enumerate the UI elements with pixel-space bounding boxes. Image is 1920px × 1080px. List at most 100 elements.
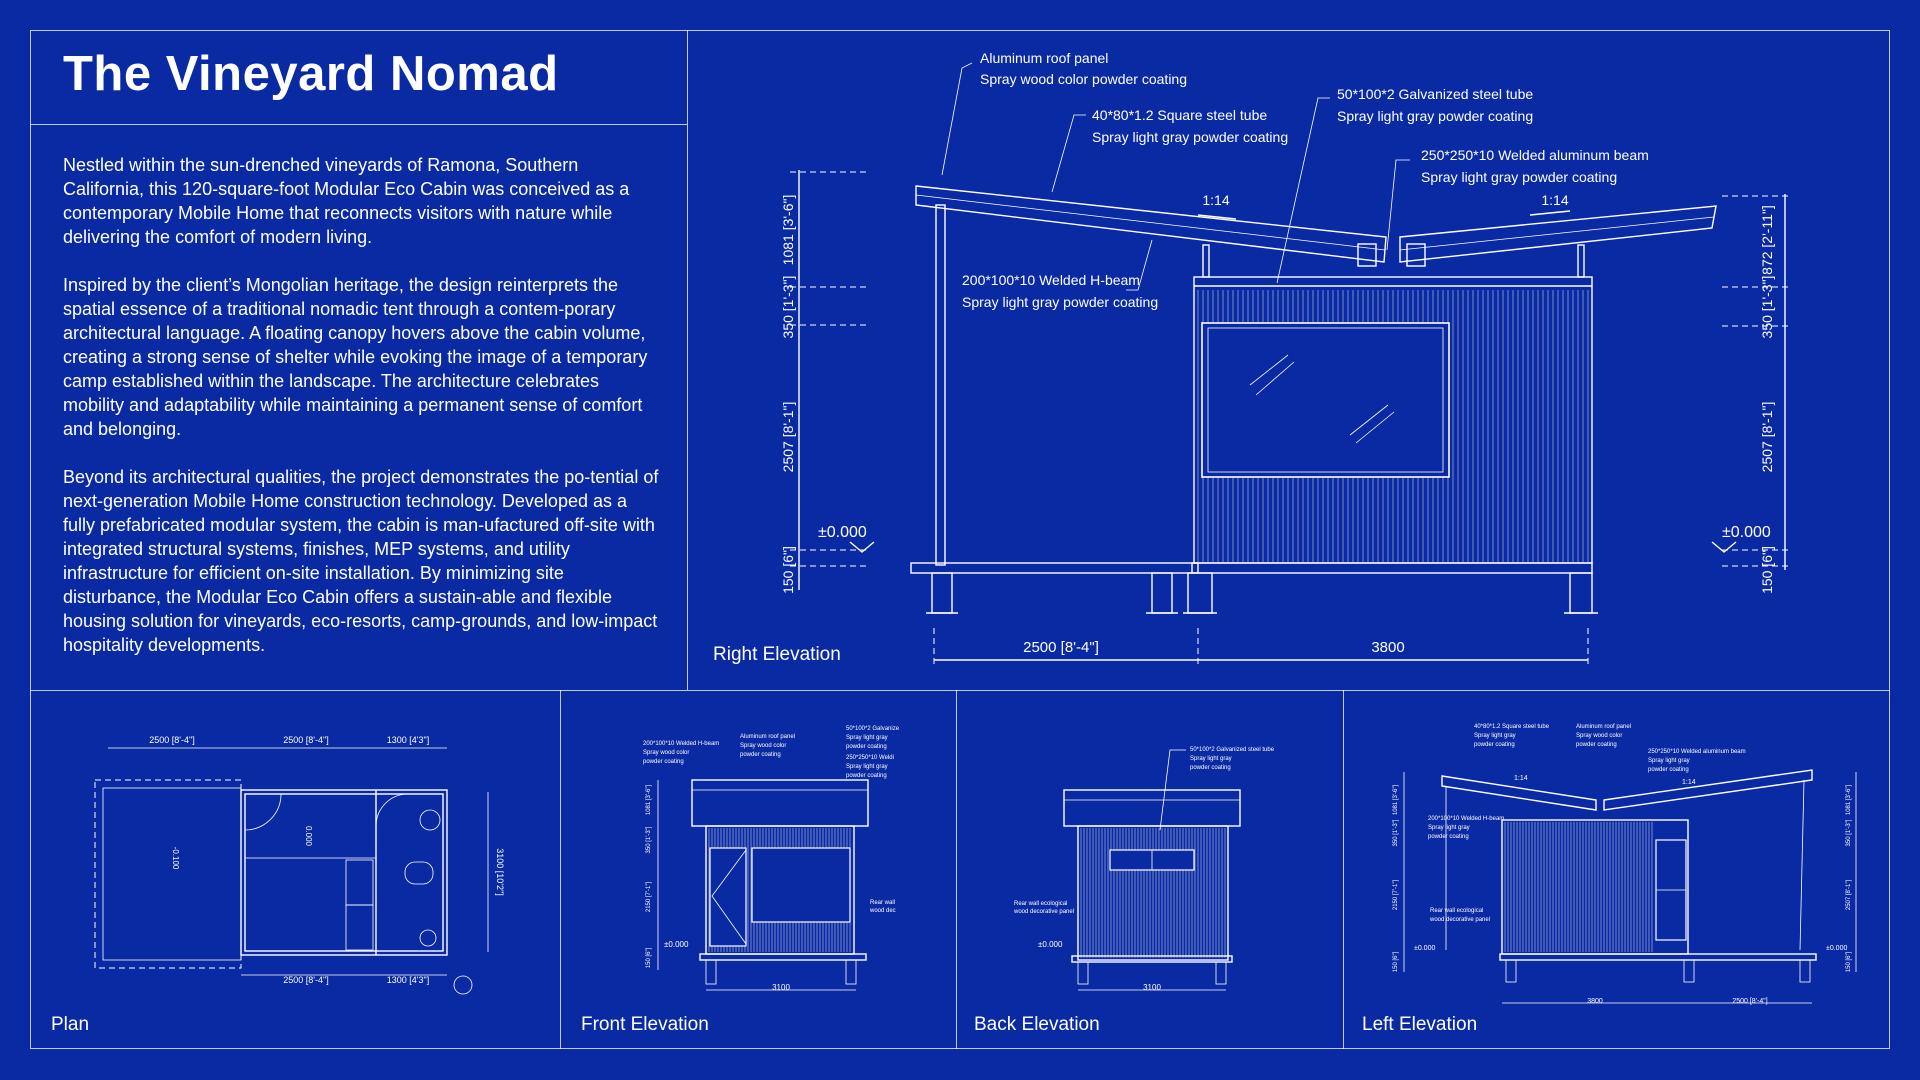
dim-left-2: 350 [1'-3"]: [780, 276, 796, 339]
caption-back-elevation: Back Elevation: [974, 1014, 1100, 1035]
front-dim-4: 150 [6"]: [646, 947, 652, 968]
leg-4: [1569, 572, 1593, 614]
back-leg-2: [1215, 961, 1227, 985]
plan-dim-top-3: 1300 [4'3"]: [387, 735, 429, 745]
leader-beam: [1386, 159, 1410, 251]
page-title: The Vineyard Nomad: [63, 47, 559, 101]
plan-toilet: [404, 861, 434, 885]
back-note-5: wood decorative panel: [1013, 909, 1074, 915]
dim-bottom-2: 3800: [1371, 639, 1404, 656]
left-dim-r1: 1081 [3'-6"]: [1846, 785, 1852, 816]
left-leg-1: [1505, 959, 1517, 983]
left-dim-r3: 2507 [8'-1"]: [1846, 880, 1852, 911]
left-dim-1: 3800: [1587, 998, 1603, 1005]
caption-right-elevation: Right Elevation: [713, 644, 841, 665]
cabin-post-1: [1202, 244, 1210, 278]
left-dim-l2: 350 [1'-3"]: [1393, 819, 1399, 846]
note-tube-1: 40*80*1.2 Square steel tube: [1092, 107, 1267, 123]
front-window: [751, 847, 851, 923]
beam-connector-left: [1357, 243, 1377, 267]
divider-plan: [560, 690, 561, 1049]
leg-3: [1187, 572, 1213, 614]
front-elevation-drawing: 3100 ±0.000 1081 [3'-6"] 350 [1'-3"] 215…: [643, 726, 900, 992]
canopy-right-edge: [1399, 216, 1715, 251]
left-slope-1: 1:14: [1514, 775, 1528, 782]
cabin-floor: [1191, 562, 1593, 574]
canopy-left: [915, 185, 1387, 263]
slope-left: 1:14: [1202, 192, 1229, 208]
front-door: [709, 847, 747, 947]
front-note-1: 200*100*10 Welded H-beam: [643, 741, 719, 747]
left-note-11: Spray light gray: [1428, 825, 1470, 831]
note-gal-1: 50*100*2 Galvanized steel tube: [1337, 86, 1533, 102]
plan-level-2: 0.000: [304, 826, 313, 847]
front-dim-2: 350 [1'-3"]: [646, 826, 652, 853]
back-elevation-drawing: 3100 ±0.000 50*100*2 Galvanized steel tu…: [1013, 747, 1275, 992]
front-dim-1: 1081 [3'-6"]: [646, 785, 652, 816]
note-tube-2: Spray light gray powder coating: [1092, 129, 1288, 145]
leader-tube: [1051, 114, 1086, 193]
front-level: ±0.000: [664, 940, 689, 949]
left-elevation-drawing: 3800 2500 [8'-4"] ±0.000 ±0.000 1:14 1:1…: [1393, 724, 1857, 1005]
left-level-2: ±0.000: [1826, 945, 1847, 952]
plan-dim-bottom-1: 2500 [8'-4"]: [283, 975, 328, 985]
deck: [910, 562, 1199, 574]
divider-title: [30, 124, 687, 125]
note-hbeam-2: Spray light gray powder coating: [962, 294, 1158, 310]
left-note-10: 200*100*10 Welded H-beam: [1428, 816, 1504, 822]
note-beam-2: Spray light gray powder coating: [1421, 169, 1617, 185]
paragraph-2: Inspired by the client’s Mongolian herit…: [63, 275, 648, 439]
front-note-4: Aluminum roof panel: [740, 734, 795, 740]
front-note-11: Spray light gray: [846, 764, 888, 770]
front-note-8: Spray light gray: [846, 735, 888, 741]
back-level: ±0.000: [1038, 940, 1063, 949]
slope-arrow-right: [1529, 210, 1571, 216]
front-dim-3: 2150 [7'-1"]: [646, 882, 652, 913]
front-note-9: powder coating: [846, 744, 887, 750]
left-level-1: ±0.000: [1414, 945, 1435, 952]
plan-shower-drain: [419, 929, 437, 947]
slope-arrow-left: [1197, 214, 1237, 220]
plan-dim-bottom-2: 1300 [4'3"]: [387, 975, 429, 985]
paragraph-1: Nestled within the sun-drenched vineyard…: [63, 155, 630, 247]
dim-left-4: 150 [6"]: [780, 546, 796, 594]
back-note-2: Spray light gray: [1190, 756, 1232, 762]
level-marker-left: [849, 541, 875, 553]
left-dim-l1: 1081 [3'-6"]: [1393, 785, 1399, 816]
slope-right: 1:14: [1541, 192, 1568, 208]
divider-back: [1343, 690, 1344, 1049]
glass-hatch-2: [1255, 361, 1295, 396]
front-canopy: [691, 779, 869, 827]
left-slope-2: 1:14: [1682, 779, 1696, 786]
cabin-window: [1201, 322, 1450, 478]
note-gal-2: Spray light gray powder coating: [1337, 108, 1533, 124]
canopy-left-edge: [915, 194, 1386, 251]
level-left: ±0.000: [818, 524, 867, 541]
front-note-6: powder coating: [740, 752, 781, 758]
left-dim-l3: 2150 [7'-1"]: [1393, 880, 1399, 911]
plan-sink: [419, 809, 441, 831]
plan-door-swing-2: [375, 793, 409, 827]
note-beam-1: 250*250*10 Welded aluminum beam: [1421, 147, 1649, 163]
plan-dim-top-1: 2500 [8'-4"]: [149, 735, 194, 745]
back-dim: 3100: [1143, 983, 1161, 992]
front-note-14: wood dec: [869, 908, 896, 914]
front-dim: 3100: [772, 983, 790, 992]
plan-level-1: -0.100: [171, 847, 180, 870]
caption-plan: Plan: [51, 1014, 90, 1035]
back-floor: [1071, 955, 1233, 963]
note-roof-1: Aluminum roof panel: [980, 50, 1108, 66]
cabin-post-2: [1577, 244, 1585, 278]
back-note-1: 50*100*2 Galvanized steel tube: [1190, 747, 1275, 753]
plan-bed-pillow-1: [345, 859, 374, 906]
left-note-14: wood decorative panel: [1429, 917, 1490, 923]
front-note-5: Spray wood color: [740, 743, 786, 749]
left-note-13: Rear wall ecological: [1430, 908, 1483, 914]
front-leg-2: [845, 959, 857, 985]
cabin-window-glass: [1207, 327, 1444, 473]
plan-north-arrow: [453, 975, 473, 995]
glass-hatch-4: [1355, 411, 1395, 444]
back-siding: [1080, 828, 1226, 958]
paragraph-3: Beyond its architectural qualities, the …: [63, 467, 659, 655]
